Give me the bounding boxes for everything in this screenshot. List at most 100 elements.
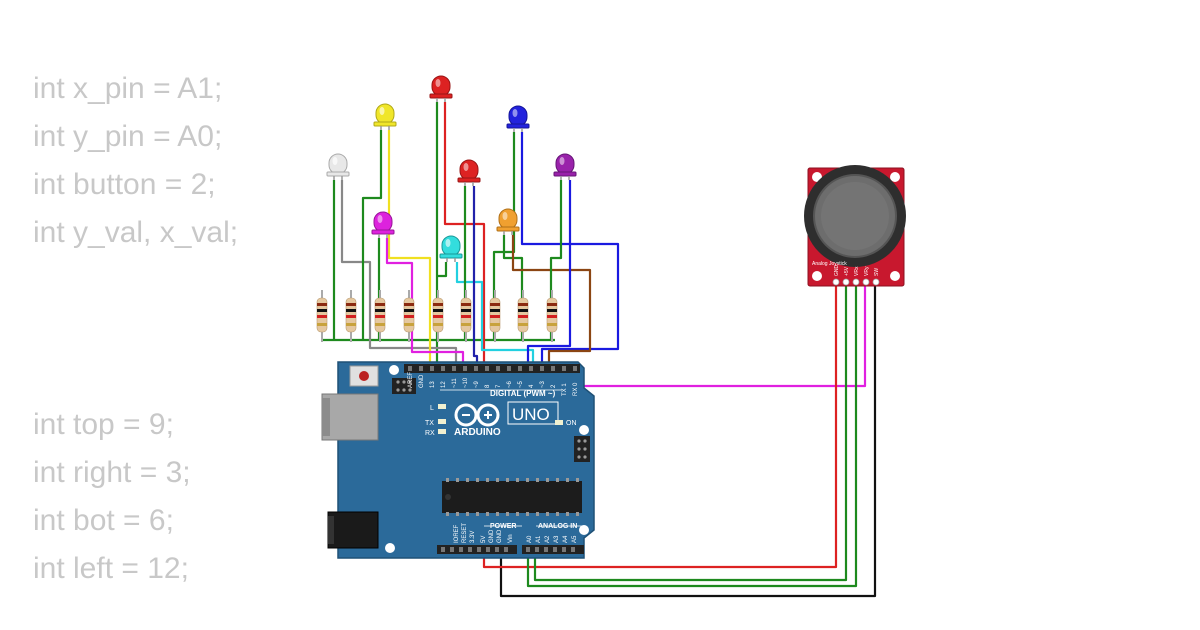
icsp-header-right <box>574 436 590 462</box>
led-blue[interactable] <box>506 105 530 132</box>
wire-blue-led-anode[interactable] <box>520 132 620 368</box>
pin-label: TX 1 <box>562 383 568 396</box>
l-led <box>438 404 446 409</box>
resistor[interactable] <box>517 290 529 342</box>
pin-label: 2 <box>551 384 557 388</box>
pin-label: RESET <box>462 523 468 543</box>
pin-label: +5V <box>844 266 850 276</box>
mounting-hole <box>385 543 395 553</box>
pin-label: IOREF <box>454 524 460 543</box>
led-cyan[interactable] <box>439 235 463 262</box>
pin-label: 5V <box>481 536 487 543</box>
pin-label: 12 <box>441 381 447 388</box>
pin-label: ~11 <box>452 378 458 388</box>
wire-purple-led-anode[interactable] <box>526 180 572 368</box>
led-yellow[interactable] <box>373 103 397 130</box>
joystick-pin-labels: GND +5V VRx VRy SW <box>834 265 880 277</box>
wire-joystick-vrx[interactable] <box>533 284 848 582</box>
code-line: int left = 12; <box>33 552 189 585</box>
resistor[interactable] <box>403 290 415 342</box>
code-line: int y_pin = A0; <box>33 120 223 153</box>
led-purple[interactable] <box>553 153 577 180</box>
led-red-mid[interactable] <box>457 159 481 186</box>
resistor[interactable] <box>546 290 558 342</box>
model-label: UNO <box>512 405 550 424</box>
pin-label: GND <box>489 529 495 543</box>
wire-joystick-vry[interactable] <box>526 284 858 588</box>
joystick-label: Analog Joystick <box>812 261 847 267</box>
bottom-header-pins <box>441 547 575 552</box>
code-line: int bot = 6; <box>33 504 174 537</box>
code-snippet-top: int x_pin = A1; int y_pin = A0; int butt… <box>33 72 238 264</box>
pin-label: A0 <box>527 535 533 543</box>
arduino-logo <box>454 403 500 427</box>
pin-label: A4 <box>563 535 569 543</box>
joystick-pins <box>832 278 880 286</box>
resistor[interactable] <box>316 290 328 342</box>
resistor[interactable] <box>432 290 444 342</box>
pin-label: AREF <box>408 372 414 388</box>
brand-label: ARDUINO <box>454 427 501 438</box>
code-snippet-bottom: int top = 9; int right = 3; int bot = 6;… <box>33 408 191 600</box>
wire-yellow-led-cathode[interactable] <box>361 130 383 340</box>
wire-orange-led-anode[interactable] <box>511 235 592 368</box>
rx-led <box>438 429 446 434</box>
resistor[interactable] <box>345 290 357 342</box>
power-label: POWER <box>490 523 516 530</box>
led-red-top[interactable] <box>429 75 453 102</box>
tx-led-label: TX <box>425 420 434 427</box>
code-line: int right = 3; <box>33 456 191 489</box>
power-jack[interactable] <box>327 511 379 549</box>
pin-label: GND <box>834 265 840 277</box>
pin-label: A1 <box>536 535 542 543</box>
digital-pin-labels: AREF GND 13 12 ~11 ~10 ~9 8 7 ~6 ~5 4 ~3… <box>408 372 579 396</box>
led-orange[interactable] <box>496 208 520 235</box>
pin-label: VRy <box>864 266 870 276</box>
pin-label: A2 <box>545 535 551 543</box>
on-label: ON <box>566 420 577 427</box>
pin-label: A5 <box>572 535 578 543</box>
pin-label: ~9 <box>474 380 480 388</box>
wire-cyan-led-anode[interactable] <box>455 262 535 368</box>
tx-led <box>438 419 446 424</box>
pin-label: 7 <box>496 384 502 388</box>
code-line: int top = 9; <box>33 408 174 441</box>
pin-label: ~3 <box>540 380 546 388</box>
analog-label: ANALOG IN <box>538 523 577 530</box>
pin-label: Vin <box>508 534 514 543</box>
wire-joystick-sw[interactable] <box>554 284 867 388</box>
mounting-hole <box>389 365 399 375</box>
pin-label: ~10 <box>463 377 469 388</box>
pin-label: ~5 <box>518 380 524 388</box>
pin-label: 4 <box>529 384 535 388</box>
resistors <box>316 290 558 342</box>
digital-header[interactable] <box>404 364 580 373</box>
pin-label: 13 <box>430 381 436 388</box>
icsp-header <box>392 378 416 394</box>
digital-header-pins <box>408 366 577 371</box>
pin-label: VRx <box>854 266 860 276</box>
pin-label: GND <box>419 374 425 388</box>
wire-yellow-led-anode[interactable] <box>387 130 432 368</box>
joystick-module[interactable]: Analog Joystick GND +5V VRx VRy SW <box>804 165 906 287</box>
digital-label: DIGITAL (PWM ~) <box>490 389 556 398</box>
arduino-uno-board[interactable]: AREF GND 13 12 ~11 ~10 ~9 8 7 ~6 ~5 4 ~3… <box>321 361 595 559</box>
rx-led-label: RX <box>425 430 435 437</box>
l-led-label: L <box>430 405 434 412</box>
pin-label: 8 <box>485 384 491 388</box>
wire-cyan-led-cathode[interactable] <box>437 262 448 278</box>
power-pin-labels: IOREF RESET 3.3V 5V GND GND Vin <box>454 523 514 543</box>
led-white[interactable] <box>326 153 350 180</box>
atmega-chip <box>442 478 582 516</box>
resistor[interactable] <box>460 290 472 342</box>
resistor[interactable] <box>489 290 501 342</box>
pin-label: SW <box>874 268 880 276</box>
resistor[interactable] <box>374 290 386 342</box>
wire-joystick-gnd[interactable] <box>499 284 877 598</box>
pin-label: ~6 <box>507 380 513 388</box>
leds <box>326 75 577 262</box>
usb-port[interactable] <box>321 393 379 441</box>
led-magenta[interactable] <box>371 211 395 238</box>
mounting-hole <box>579 525 589 535</box>
